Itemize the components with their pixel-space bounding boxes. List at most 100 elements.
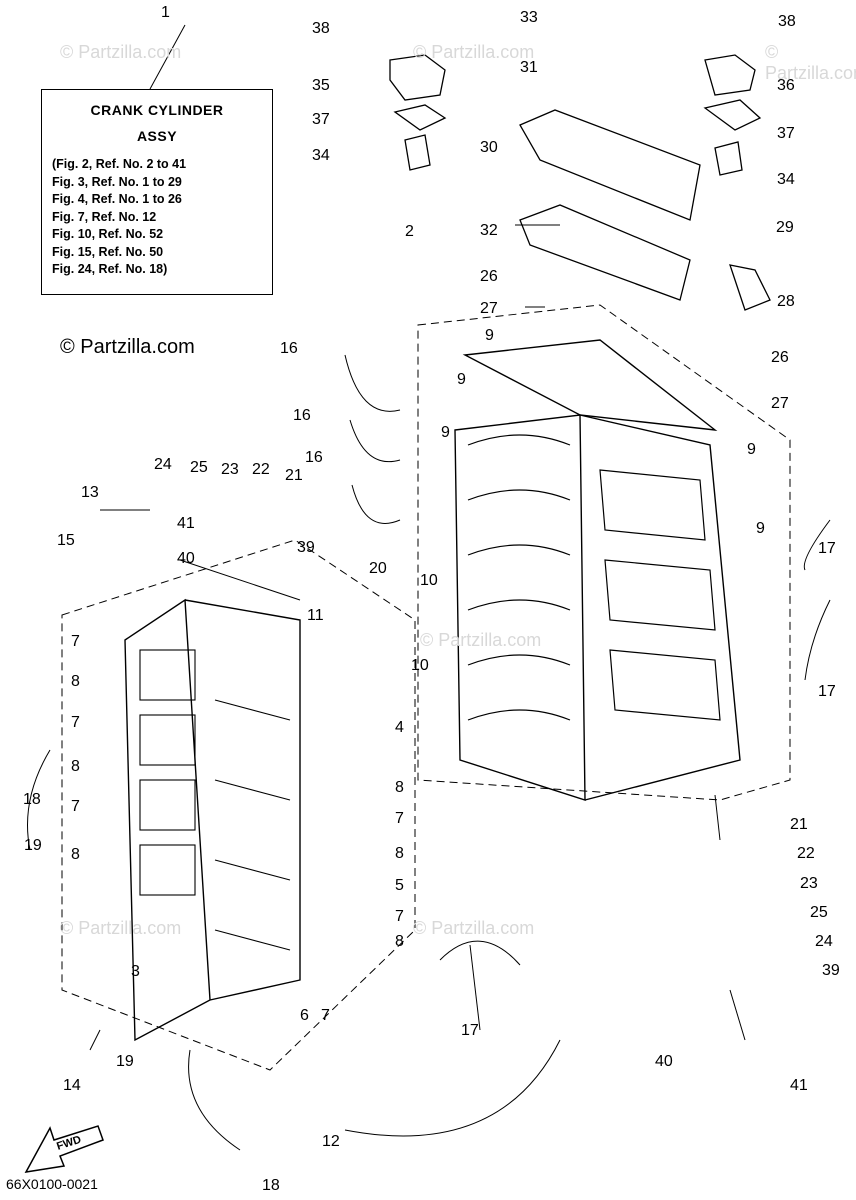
callout: 37 [312, 111, 330, 128]
callout: 41 [790, 1077, 808, 1094]
callout: 8 [71, 758, 80, 775]
callout: 36 [777, 77, 795, 94]
callout: 39 [297, 539, 315, 556]
callout: 19 [116, 1053, 134, 1070]
watermark: © Partzilla.com [60, 42, 182, 62]
legend-reference-list: (Fig. 2, Ref. No. 2 to 41 Fig. 3, Ref. N… [52, 156, 272, 279]
callout: 15 [57, 532, 75, 549]
callout: 7 [71, 714, 80, 731]
callout: 10 [411, 657, 429, 674]
callout: 25 [190, 459, 208, 476]
callout: 7 [321, 1007, 330, 1024]
callout: 17 [461, 1022, 479, 1039]
callout: 30 [480, 139, 498, 156]
callout: 22 [797, 845, 815, 862]
callout-labels: 38 33 38 35 31 36 37 37 34 30 34 2 32 29… [23, 9, 840, 1194]
legend-line: Fig. 7, Ref. No. 12 [52, 209, 157, 224]
legend-box: CRANK CYLINDER ASSY (Fig. 2, Ref. No. 2 … [41, 89, 273, 295]
callout: 23 [800, 875, 818, 892]
callout: 37 [777, 125, 795, 142]
cylinder-block [124, 598, 301, 1042]
crankcase-block [454, 339, 741, 801]
callout: 18 [23, 791, 41, 808]
callout: 28 [777, 293, 795, 310]
callout: 34 [777, 171, 795, 188]
callout: 41 [177, 515, 195, 532]
callout: 35 [312, 77, 330, 94]
callout: 12 [322, 1133, 340, 1150]
callout: 27 [480, 300, 498, 317]
callout: 22 [252, 461, 270, 478]
callout: 16 [305, 449, 323, 466]
callout: 7 [395, 908, 404, 925]
callout: 33 [520, 9, 538, 26]
callout: 29 [776, 219, 794, 236]
callout: 20 [369, 560, 387, 577]
callout: 40 [177, 550, 195, 567]
callout: 9 [441, 424, 450, 441]
diagram-code: 66X0100-0021 [6, 1176, 98, 1192]
copyright-text: © Partzilla.com [60, 336, 195, 358]
legend-ref-number: 1 [161, 4, 170, 21]
callout: 11 [307, 607, 324, 624]
legend-line: Fig. 4, Ref. No. 1 to 26 [52, 192, 182, 206]
callout: 38 [778, 13, 796, 30]
legend-line: Fig. 24, Ref. No. 18) [52, 262, 168, 276]
fwd-arrow-icon: FWD [24, 1125, 104, 1173]
callout: 32 [480, 222, 498, 239]
watermark: © Partzilla.com [60, 918, 182, 938]
callout: 27 [771, 395, 789, 412]
assembly-outlines [61, 304, 791, 1071]
watermark: © Partzilla.com [420, 630, 542, 650]
callout: 8 [71, 673, 80, 690]
callout: 18 [262, 1177, 280, 1194]
covers-gaskets [389, 54, 771, 311]
callout: 9 [485, 327, 494, 344]
callout: 8 [395, 779, 404, 796]
legend-line: Fig. 3, Ref. No. 1 to 29 [52, 174, 182, 189]
callout: 8 [71, 846, 80, 863]
callout: 24 [154, 456, 172, 473]
callout: 7 [395, 810, 404, 827]
callout: 21 [790, 816, 808, 833]
watermark: © Partzilla.com [765, 42, 856, 83]
callout: 9 [457, 371, 466, 388]
callout: 16 [293, 407, 311, 424]
leader-lines [27, 24, 831, 1151]
callout: 5 [395, 877, 404, 894]
callout: 7 [71, 798, 80, 815]
callout: 16 [280, 340, 298, 357]
watermark: © Partzilla.com [413, 42, 535, 62]
watermark: © Partzilla.com [413, 918, 535, 938]
callout: 40 [655, 1053, 673, 1070]
callout: 6 [300, 1007, 309, 1024]
callout: 25 [810, 904, 828, 921]
callout: 38 [312, 20, 330, 37]
callout: 21 [285, 467, 303, 484]
callout: 39 [822, 962, 840, 979]
callout: 3 [131, 963, 140, 980]
legend-subtitle: ASSY [136, 128, 178, 144]
callout: 31 [520, 59, 538, 76]
callout: 13 [81, 484, 99, 501]
legend-line: (Fig. 2, Ref. No. 2 to 41 [52, 157, 187, 171]
callout: 24 [815, 933, 833, 950]
callout: 23 [221, 461, 239, 478]
callout: 8 [395, 845, 404, 862]
callout: 7 [71, 633, 80, 650]
legend-line: Fig. 10, Ref. No. 52 [52, 227, 164, 241]
callout: 14 [63, 1077, 81, 1094]
callout: 17 [818, 683, 836, 700]
callout: 2 [405, 223, 414, 240]
callout: 9 [756, 520, 765, 537]
callout: 26 [771, 349, 789, 366]
callout: 8 [395, 933, 404, 950]
callout: 19 [24, 837, 42, 854]
legend-title: CRANK CYLINDER [90, 102, 224, 118]
callout: 34 [312, 147, 330, 164]
callout: 4 [395, 719, 404, 736]
callout: 9 [747, 441, 756, 458]
callout: 10 [420, 572, 438, 589]
callout: 17 [818, 540, 836, 557]
